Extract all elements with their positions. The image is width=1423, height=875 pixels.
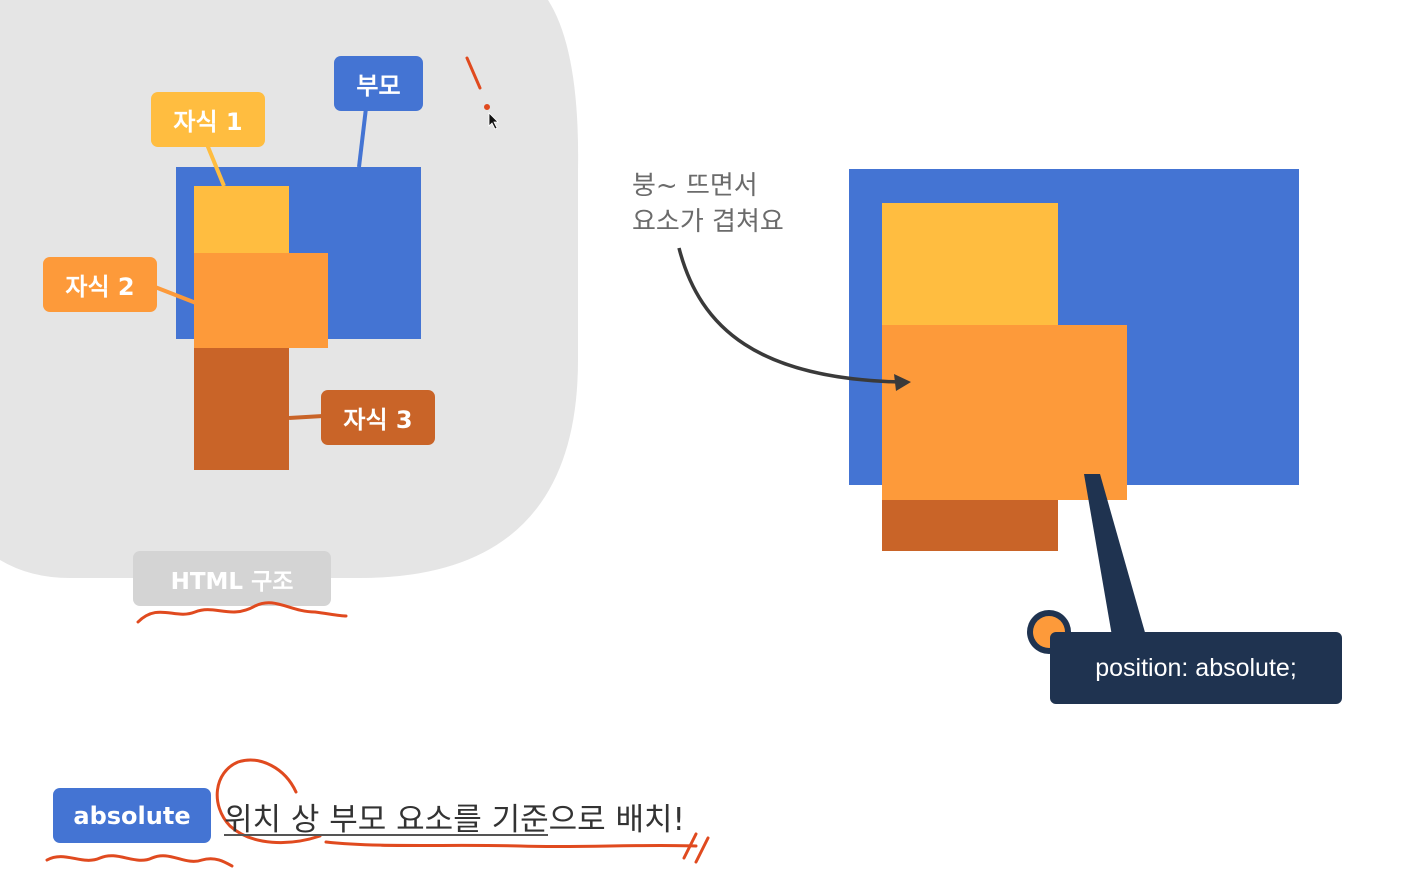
child1-label: 자식 1 <box>151 92 265 147</box>
child1-box <box>194 186 289 253</box>
child3-box <box>194 348 289 470</box>
child2-box <box>194 253 328 348</box>
result-child1-box <box>882 203 1058 325</box>
description-underline <box>224 834 548 836</box>
child3-label: 자식 3 <box>321 390 435 445</box>
html-structure-badge: HTML 구조 <box>133 551 331 606</box>
curved-arrow-icon <box>677 247 911 391</box>
red-annotations <box>45 56 710 868</box>
result-child3-box <box>882 500 1058 551</box>
speech-pointer <box>1084 474 1146 636</box>
child2-label: 자식 2 <box>43 257 157 312</box>
result-child2-box <box>882 325 1127 500</box>
overlap-caption: 붕~ 뜨면서 요소가 겹쳐요 <box>632 171 784 237</box>
mouse-cursor-icon <box>488 112 499 130</box>
absolute-description: 위치 상 부모 요소를 기준으로 배치! <box>224 802 685 838</box>
parent-label: 부모 <box>334 56 423 111</box>
absolute-tag: absolute <box>53 788 211 843</box>
position-absolute-code: position: absolute; <box>1050 632 1342 704</box>
